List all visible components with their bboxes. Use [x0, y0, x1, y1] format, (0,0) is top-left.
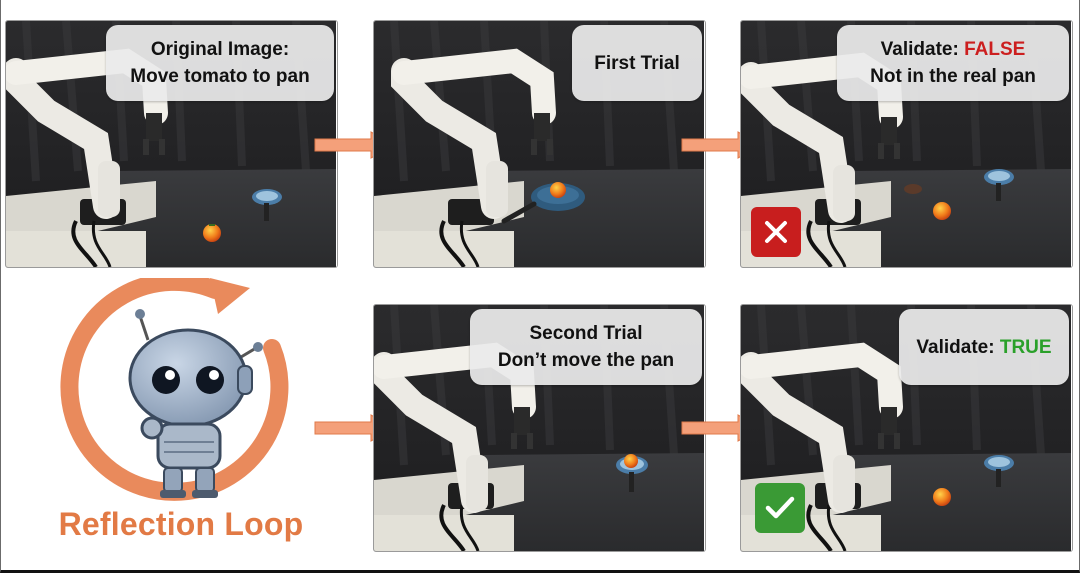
caption-validate-false-line1: Validate: FALSE: [837, 36, 1069, 63]
reflection-loop-graphic: [60, 272, 300, 504]
tomato-icon: [933, 488, 951, 506]
scene-second-trial: [374, 305, 705, 551]
pan-with-tomato-icon: [616, 454, 648, 492]
pan-icon: [252, 189, 282, 221]
tomato-icon: [203, 224, 221, 242]
scene-validate-true: [741, 305, 1072, 551]
pass-badge: [755, 483, 805, 533]
pan-icon: [984, 169, 1014, 201]
tomato-icon: [933, 202, 951, 220]
check-icon: [765, 496, 795, 519]
pan-image-icon: [904, 184, 922, 194]
caption-second-trial-line2: Don’t move the pan: [497, 350, 675, 371]
pan-with-tomato-icon: [501, 182, 585, 224]
loop-ring-icon: [60, 272, 289, 501]
validate-label: Validate:: [880, 39, 965, 60]
caption-second-trial-line1: Second Trial: [529, 323, 643, 344]
panel-validate-false: Validate: FALSE Not in the real pan: [740, 20, 1073, 268]
validate-label: Validate:: [916, 336, 1000, 358]
panel-first-trial: First Trial: [373, 20, 706, 268]
caption-second-trial: Second Trial Don’t move the pan: [470, 309, 702, 385]
caption-validate-false-line2: Not in the real pan: [870, 66, 1036, 87]
panel-second-trial: Second Trial Don’t move the pan: [373, 304, 706, 552]
caption-validate-true: Validate: TRUE: [899, 309, 1069, 385]
validate-false-value: FALSE: [964, 39, 1026, 60]
caption-original-line2: Move tomato to pan: [130, 66, 310, 87]
panel-original-image: Original Image: Move tomato to pan: [5, 20, 338, 268]
caption-first-trial: First Trial: [572, 25, 702, 101]
pan-icon: [984, 455, 1014, 487]
robot-icon: [128, 309, 263, 498]
scene-first-trial: [374, 21, 705, 267]
fail-badge: [751, 207, 801, 257]
caption-original: Original Image: Move tomato to pan: [106, 25, 334, 101]
caption-validate-false: Validate: FALSE Not in the real pan: [837, 25, 1069, 101]
caption-first-trial-line1: First Trial: [594, 52, 680, 74]
scene-original: [6, 21, 337, 267]
cross-icon: [765, 221, 787, 243]
reflection-loop-title: Reflection Loop: [58, 506, 304, 542]
panel-validate-true: Validate: TRUE: [740, 304, 1073, 552]
scene-validate-false: [741, 21, 1072, 267]
caption-validate-true-line1: Validate: TRUE: [899, 334, 1069, 361]
caption-original-line1: Original Image:: [150, 39, 290, 60]
validate-true-value: TRUE: [999, 336, 1052, 358]
